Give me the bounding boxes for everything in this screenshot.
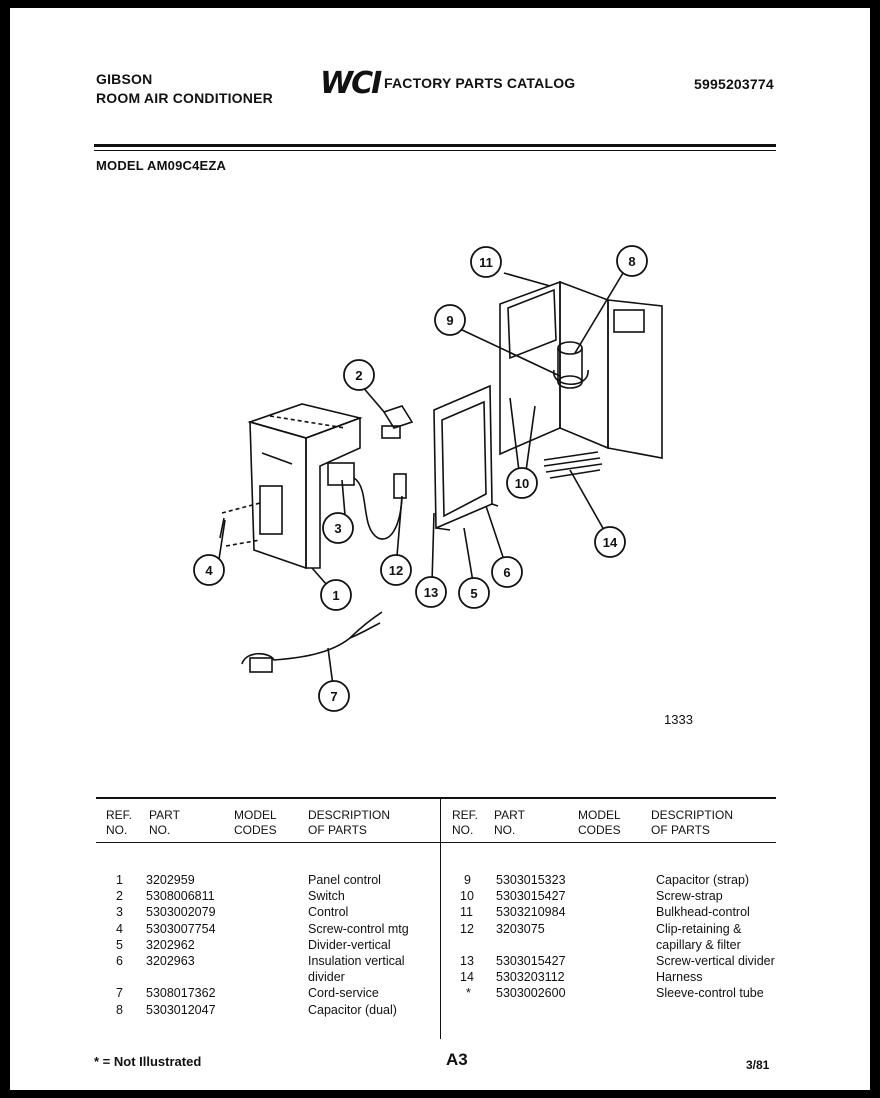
switch-part: [381, 405, 414, 439]
model-label: MODEL AM09C4EZA: [96, 158, 227, 173]
divider-vertical-part: [433, 384, 499, 531]
callout-14: [594, 526, 626, 558]
col-header-ref: REF.NO.: [452, 808, 479, 837]
footnote-not-illustrated: * = Not Illustrated: [94, 1054, 202, 1069]
callout-7: [318, 680, 350, 712]
callout-label: 7: [330, 689, 337, 704]
control-part: [327, 462, 407, 540]
table-column-divider: [440, 797, 441, 1039]
revision-date: 3/81: [746, 1058, 770, 1072]
table-row: 14 5303203112 Harness: [460, 970, 703, 985]
table-row: 8 5303012047 Capacitor (dual): [116, 1002, 397, 1017]
callout-label: 10: [515, 476, 529, 491]
callout-label: 1: [332, 588, 339, 603]
catalog-title: FACTORY PARTS CATALOG: [384, 75, 576, 91]
header-rule-thin: [94, 150, 776, 151]
table-row: 1 3202959 Panel control: [116, 873, 381, 887]
header-rule: [94, 144, 776, 147]
callout-label: 3: [334, 521, 341, 536]
callout-9: [434, 304, 466, 336]
figure-number: 1333: [664, 712, 693, 727]
brand-name: GIBSON: [96, 71, 153, 87]
callout-5: [458, 577, 490, 609]
callout-1: [320, 579, 352, 611]
callout-label: 13: [424, 585, 438, 600]
callout-label: 5: [470, 586, 477, 601]
callout-11: [470, 246, 502, 278]
callout-label: 2: [355, 368, 362, 383]
callout-2: [343, 359, 375, 391]
table-row: capillary & filter: [656, 937, 741, 952]
table-row: 7 5308017362 Cord-service: [116, 986, 379, 1001]
table-row: 10 5303015427 Screw-strap: [460, 889, 723, 904]
exploded-parts-diagram: 1 2 3 4 5 6 7 8 9 10 11 12 13 14: [193, 245, 663, 712]
callout-label: 11: [479, 255, 493, 270]
callout-label: 4: [205, 563, 213, 578]
callout-label: 12: [389, 563, 403, 578]
table-row: divider: [308, 970, 345, 985]
table-header-rule: [96, 842, 776, 843]
panel-control-part: [221, 403, 363, 570]
product-name: ROOM AIR CONDITIONER: [96, 90, 273, 106]
table-row: 6 3202963 Insulation vertical: [116, 954, 405, 968]
table-row: 2 5308006811 Switch: [116, 889, 345, 904]
screw-part: [219, 517, 225, 539]
callout-label: 6: [503, 565, 510, 580]
catalog-number: 5995203774: [694, 76, 774, 92]
wci-logo: WCI: [320, 66, 382, 101]
callout-6: [491, 556, 523, 588]
col-header-ref: REF.NO.: [106, 808, 133, 837]
table-row: 13 5303015427 Screw-vertical divider: [460, 954, 775, 968]
callout-label: 8: [628, 254, 635, 269]
table-top-rule: [96, 797, 776, 799]
callout-10: [506, 467, 538, 499]
callout-12: [380, 554, 412, 586]
harness-part: [543, 451, 603, 479]
callout-8: [616, 245, 648, 277]
table-row: * 5303002600 Sleeve-control tube: [466, 986, 764, 1001]
page-number: A3: [446, 1050, 468, 1069]
table-row: 12 3203075 Clip-retaining &: [460, 921, 742, 936]
table-row: 9 5303015323 Capacitor (strap): [464, 873, 750, 887]
callout-4: [193, 554, 225, 586]
callout-label: 14: [603, 535, 618, 550]
callout-13: [415, 576, 447, 608]
callout-label: 9: [446, 313, 453, 328]
table-row: 5 3202962 Divider-vertical: [116, 937, 391, 952]
table-row: 4 5303007754 Screw-control mtg: [116, 921, 409, 936]
callout-3: [322, 512, 354, 544]
bulkhead-control-part: [499, 280, 663, 459]
table-row: 11 5303210984 Bulkhead-control: [460, 905, 750, 920]
table-row: 3 5303002079 Control: [116, 905, 349, 920]
catalog-page: GIBSON ROOM AIR CONDITIONER WCI FACTORY …: [10, 8, 870, 1090]
capacitor-part: [553, 341, 589, 389]
cord-service-part: [241, 611, 383, 673]
